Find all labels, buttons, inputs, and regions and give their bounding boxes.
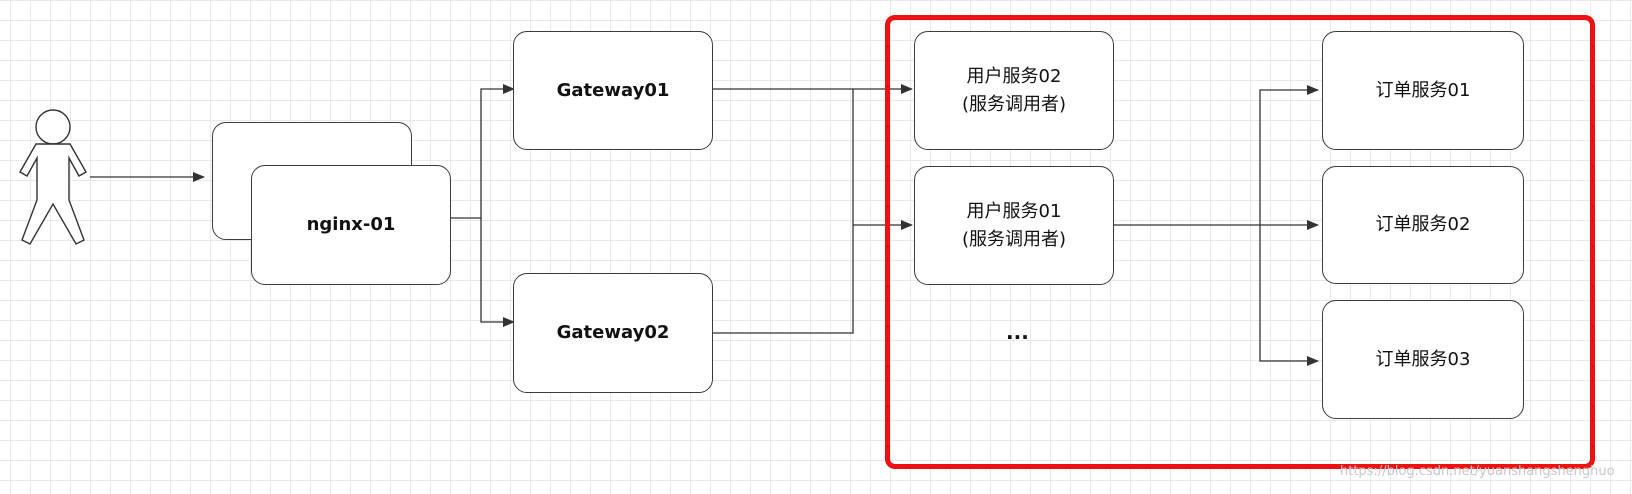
order-service-01-node[interactable]: 订单服务01 (1322, 31, 1524, 150)
gateway01-node[interactable]: Gateway01 (513, 31, 713, 150)
user-actor-icon (19, 109, 87, 245)
edge-nginx-gateway02 (480, 218, 515, 327)
watermark-text: https://blog.csdn.net/yuanshangshenghuo (1340, 464, 1615, 479)
user-service-more-ellipsis: ... (1006, 320, 1029, 344)
gateway02-label: Gateway02 (556, 322, 670, 343)
gateway01-label: Gateway01 (556, 79, 670, 101)
user-service-01-name: 用户服务01 (966, 200, 1062, 222)
order-service-01-label: 订单服务01 (1375, 79, 1471, 101)
user-service-02-name: 用户服务02 (966, 65, 1062, 87)
order-service-03-node[interactable]: 订单服务03 (1322, 300, 1524, 419)
user-service-02-role: (服务调用者) (961, 93, 1067, 115)
edge-user01-order03 (1259, 225, 1319, 366)
user-service-01-role: (服务调用者) (961, 228, 1067, 250)
edge-gateway02-bus (713, 89, 854, 334)
order-service-03-label: 订单服务03 (1375, 348, 1471, 370)
gateway02-node[interactable]: Gateway02 (513, 273, 713, 393)
highlight-frame (885, 15, 1595, 469)
edge-user01-order01 (1259, 85, 1319, 225)
nginx-node[interactable]: nginx-01 (251, 165, 451, 285)
order-service-02-node[interactable]: 订单服务02 (1322, 166, 1524, 284)
edge-nginx-gateway01 (451, 84, 515, 219)
order-service-02-label: 订单服务02 (1375, 214, 1471, 235)
nginx-label: nginx-01 (306, 214, 396, 235)
user-service-01-node[interactable]: 用户服务01 (服务调用者) (914, 166, 1114, 285)
user-service-02-node[interactable]: 用户服务02 (服务调用者) (914, 31, 1114, 150)
